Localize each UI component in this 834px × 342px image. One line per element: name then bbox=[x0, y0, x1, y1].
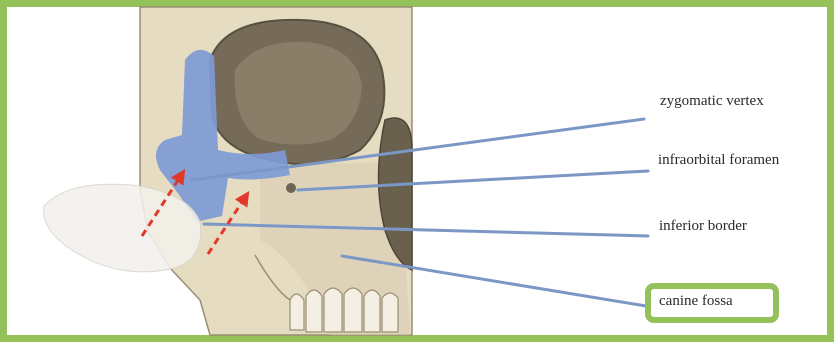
label-infraorbital-foramen: infraorbital foramen bbox=[658, 152, 779, 169]
label-inferior-border: inferior border bbox=[659, 218, 747, 235]
orbit-inner-shadow bbox=[235, 42, 362, 145]
label-zygomatic-vertex: zygomatic vertex bbox=[660, 93, 764, 110]
implant-shape bbox=[44, 184, 201, 272]
infraorbital-foramen-dot bbox=[286, 183, 296, 193]
label-canine-fossa: canine fossa bbox=[659, 293, 733, 310]
